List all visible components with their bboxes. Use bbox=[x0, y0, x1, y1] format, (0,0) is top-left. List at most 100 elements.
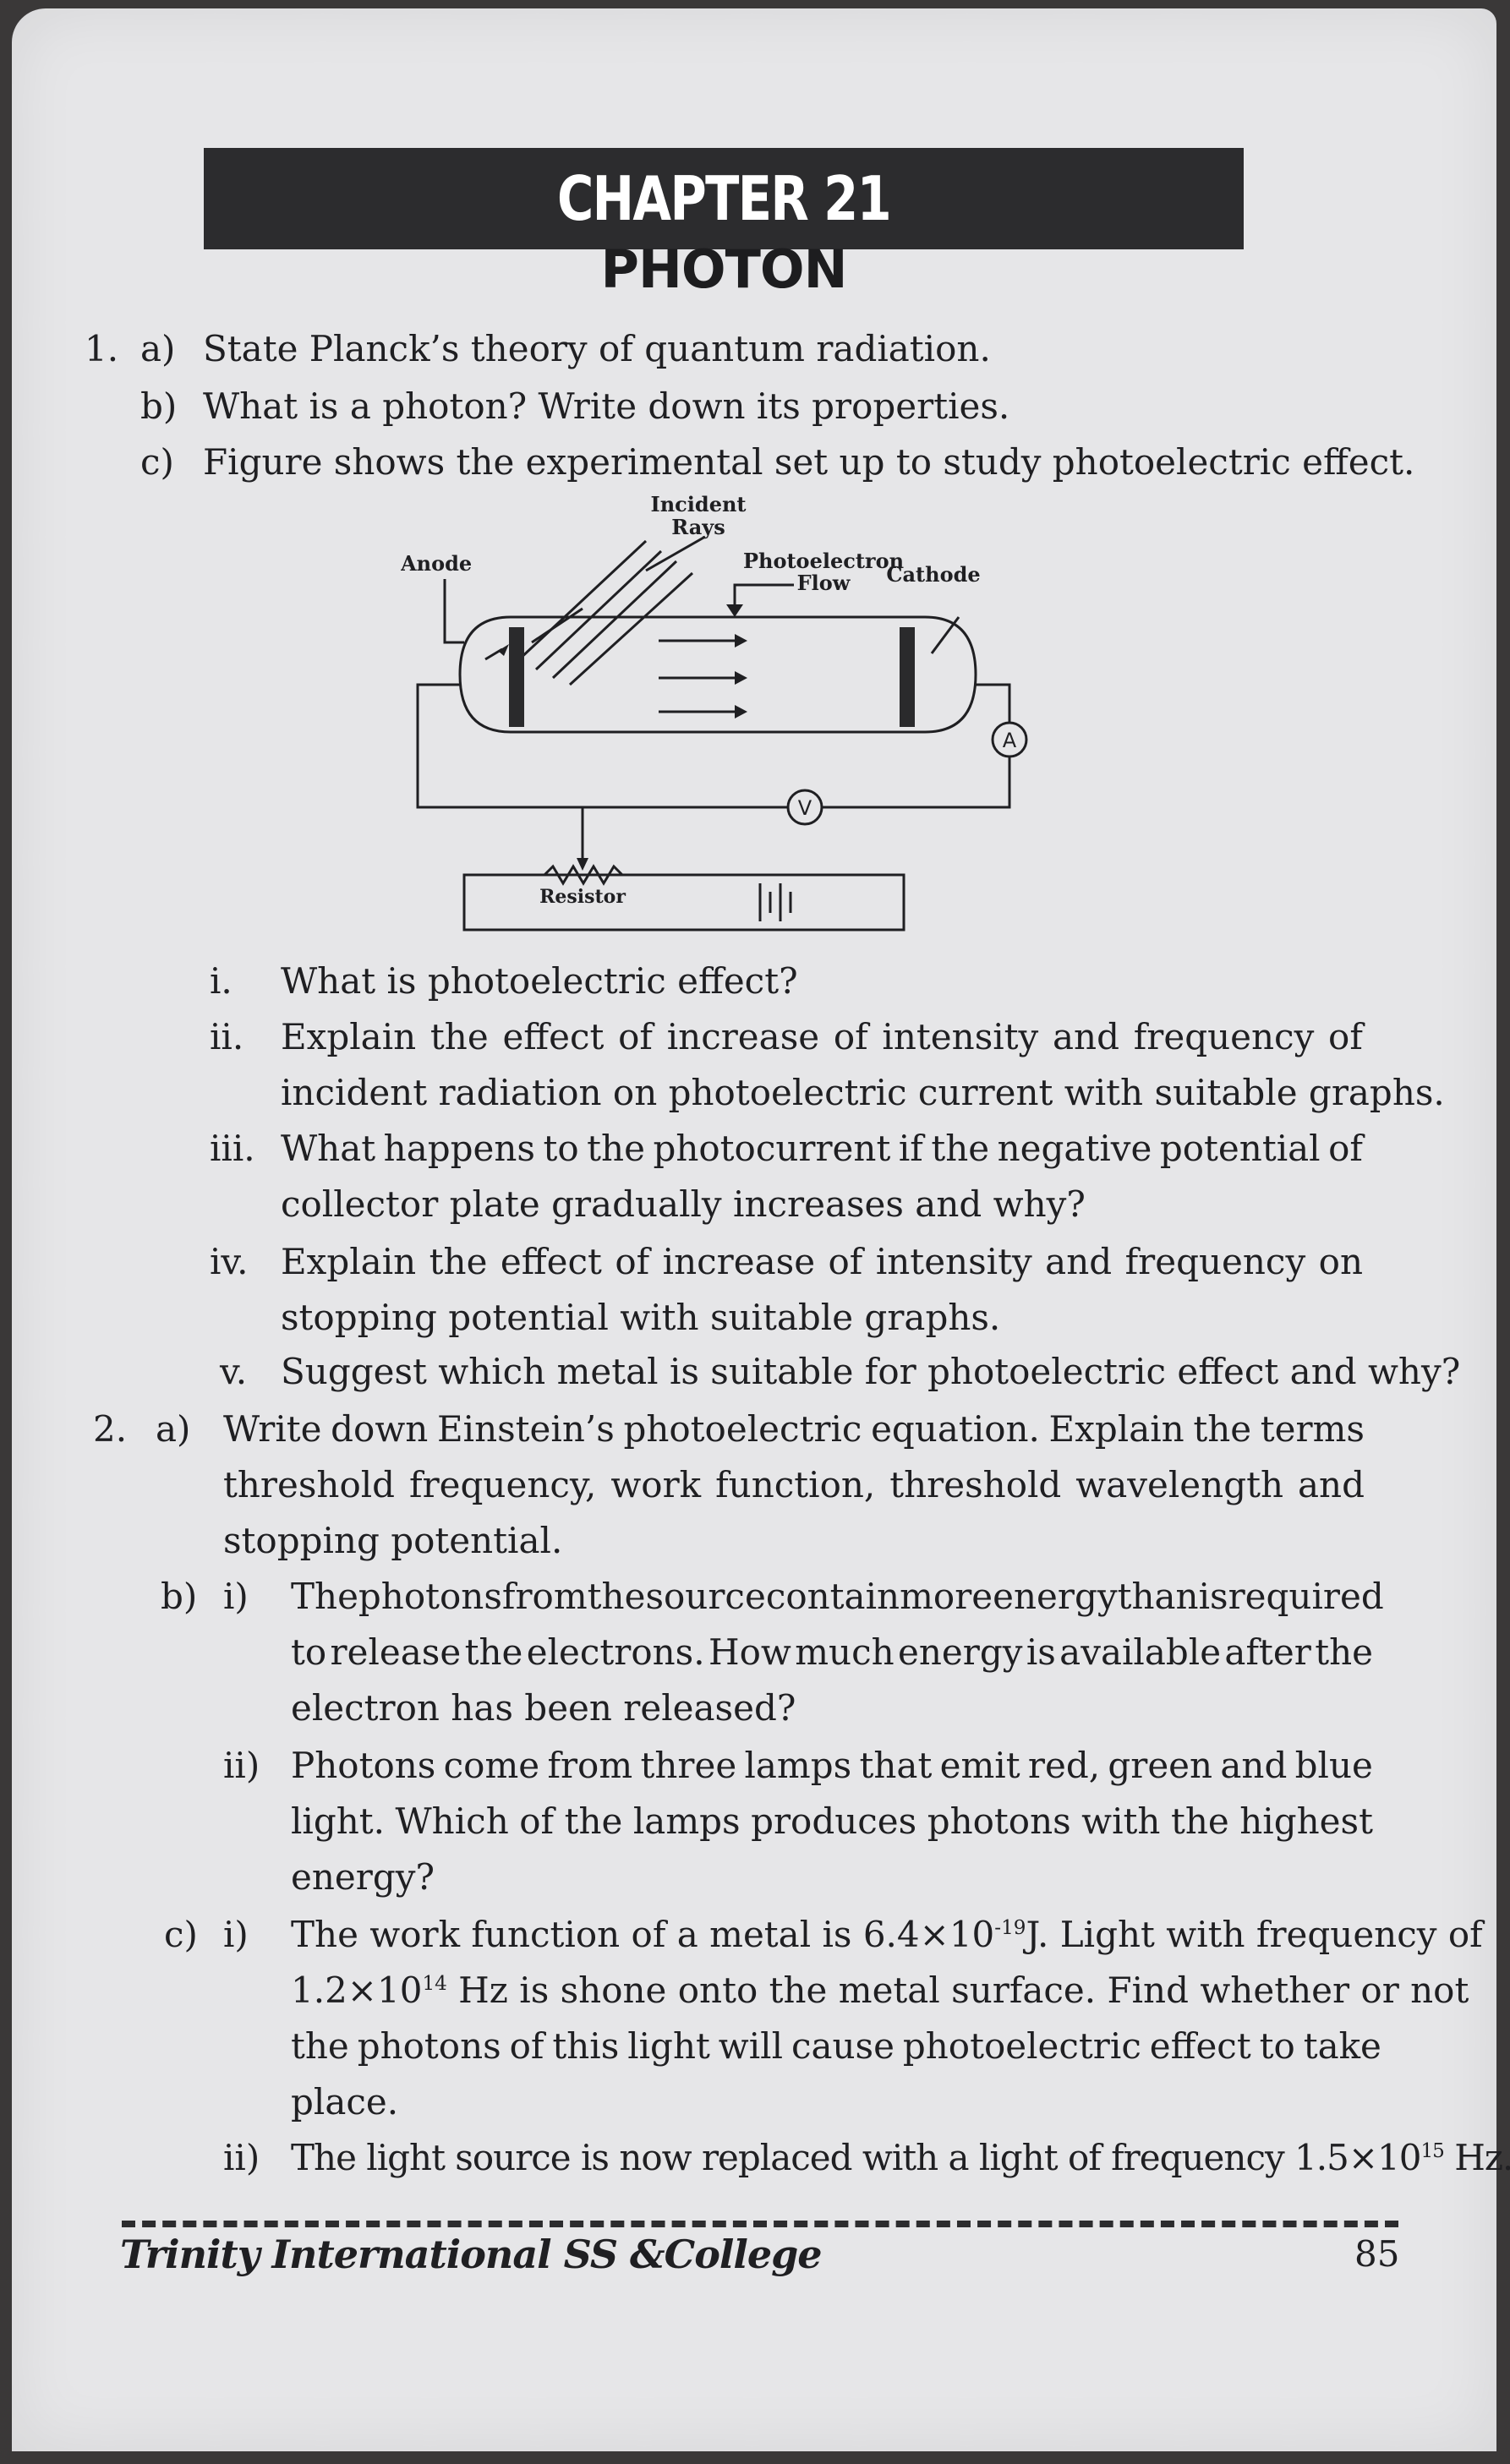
word: and bbox=[1297, 1464, 1365, 1505]
word: will bbox=[718, 2025, 784, 2067]
word: Explain bbox=[281, 1016, 417, 1057]
anode-plate bbox=[509, 627, 524, 727]
word: of bbox=[828, 1241, 863, 1282]
label-anode: Anode bbox=[401, 551, 472, 576]
word: potential bbox=[1159, 1128, 1321, 1169]
word: from bbox=[547, 1745, 633, 1786]
word: energy bbox=[993, 1576, 1118, 1617]
word: light. bbox=[291, 1800, 386, 1842]
footer-divider bbox=[122, 2221, 1398, 2227]
word: threshold bbox=[889, 1464, 1062, 1505]
q2ci-line1: The work function of a metal is 6.4×10-1… bbox=[291, 1914, 1483, 1955]
q2a-line3: stopping potential. bbox=[223, 1520, 563, 1561]
q1ciii-line2: collector plate gradually increases and … bbox=[281, 1183, 1086, 1225]
word: and bbox=[1045, 1241, 1113, 1282]
voltmeter-label: V bbox=[798, 796, 812, 820]
q1c-text: Figure shows the experimental set up to … bbox=[203, 441, 1415, 483]
word: to bbox=[543, 1128, 579, 1169]
word: the bbox=[587, 1128, 645, 1169]
word: effect bbox=[1149, 2025, 1251, 2067]
word: the bbox=[429, 1016, 489, 1057]
word: Explain bbox=[281, 1241, 417, 1282]
q2ci-line2: 1.2×1014 Hz is shone onto the metal surf… bbox=[291, 1970, 1469, 2011]
word: Einstein’s bbox=[436, 1408, 615, 1450]
q2cii-text: The light source is now replaced with a … bbox=[291, 2137, 1510, 2178]
q2bi-line3: electron has been released? bbox=[291, 1687, 796, 1729]
word: much bbox=[795, 1631, 895, 1673]
q2c-label: c) bbox=[164, 1914, 198, 1955]
word: release bbox=[330, 1631, 462, 1673]
word: photons bbox=[358, 1576, 502, 1617]
word: from bbox=[501, 1576, 588, 1617]
word: effect bbox=[502, 1016, 605, 1057]
word: photocurrent bbox=[653, 1128, 891, 1169]
word: lamps bbox=[632, 1800, 741, 1842]
photoelectric-setup-diagram: V A Incident Rays Anode Photoelectron Fl… bbox=[401, 492, 1028, 932]
word: terms bbox=[1260, 1408, 1365, 1450]
q1ci-text: What is photoelectric effect? bbox=[281, 960, 798, 1002]
word: work bbox=[610, 1464, 702, 1505]
q1c-label: c) bbox=[140, 441, 174, 483]
word: to bbox=[291, 1631, 327, 1673]
chapter-title: PHOTON bbox=[600, 238, 848, 300]
q1a-label: a) bbox=[140, 328, 176, 369]
cathode-plate bbox=[900, 627, 915, 727]
word: What bbox=[281, 1128, 376, 1169]
word: this bbox=[552, 2025, 620, 2067]
label-resistor: Resistor bbox=[539, 886, 626, 908]
word: of bbox=[509, 2025, 544, 2067]
word: with bbox=[1081, 1800, 1161, 1842]
word: lamps bbox=[744, 1745, 852, 1786]
q2cii-label: ii) bbox=[223, 2137, 260, 2178]
q2bii-label: ii) bbox=[223, 1745, 260, 1786]
word: Write bbox=[223, 1408, 322, 1450]
word: photons bbox=[927, 1800, 1071, 1842]
word: increase bbox=[662, 1241, 816, 1282]
word: negative bbox=[997, 1128, 1152, 1169]
word: down bbox=[331, 1408, 429, 1450]
word: the bbox=[1170, 1800, 1229, 1842]
word: cause bbox=[791, 2025, 895, 2067]
word: produces bbox=[751, 1800, 917, 1842]
q2bii-line3: energy? bbox=[291, 1856, 435, 1898]
word: blue bbox=[1294, 1745, 1373, 1786]
word: photons bbox=[357, 2025, 501, 2067]
word: Photons bbox=[291, 1745, 436, 1786]
word: the bbox=[1315, 1631, 1373, 1673]
word: light bbox=[627, 2025, 710, 2067]
book-page: CHAPTER 21 PHOTON 1. a) State Planck’s t… bbox=[12, 8, 1510, 2451]
q1civ-line2: stopping potential with suitable graphs. bbox=[281, 1297, 1001, 1338]
q1cv-text: Suggest which metal is suitable for phot… bbox=[281, 1351, 1461, 1392]
ammeter-icon bbox=[991, 721, 1028, 758]
word: of bbox=[1328, 1128, 1363, 1169]
voltmeter-icon bbox=[786, 789, 823, 826]
word: electrons. bbox=[526, 1631, 705, 1673]
word: if bbox=[898, 1128, 923, 1169]
word: Explain bbox=[1048, 1408, 1184, 1450]
word: to bbox=[1259, 2025, 1295, 2067]
q1cii-label: ii. bbox=[210, 1016, 244, 1057]
word: intensity bbox=[875, 1241, 1032, 1282]
word: The bbox=[291, 1576, 358, 1617]
word: function, bbox=[715, 1464, 876, 1505]
q2ci-line4: place. bbox=[291, 2081, 399, 2123]
question-number-1: 1. bbox=[85, 328, 119, 369]
label-cathode: Cathode bbox=[886, 562, 980, 587]
word: wavelength bbox=[1075, 1464, 1284, 1505]
word: equation. bbox=[871, 1408, 1040, 1450]
word: of bbox=[1328, 1016, 1363, 1057]
word: after bbox=[1224, 1631, 1311, 1673]
label-flow: Flow bbox=[797, 571, 851, 595]
word: available bbox=[1059, 1631, 1222, 1673]
word: Which bbox=[395, 1800, 509, 1842]
word: is bbox=[1198, 1576, 1228, 1617]
